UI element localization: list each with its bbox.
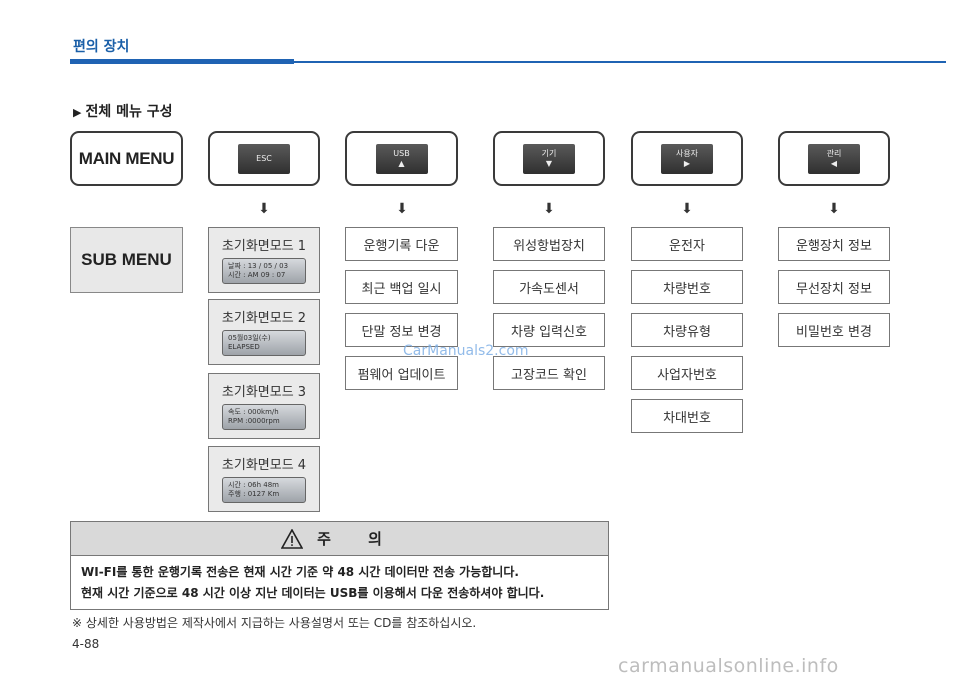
header-rule-thin	[294, 61, 946, 63]
page-number: 4-88	[72, 637, 100, 651]
device-key-box[interactable]: 기기 ▼	[493, 131, 605, 186]
esc-key[interactable]: ESC	[238, 143, 290, 174]
esc-key-box[interactable]: ESC	[208, 131, 320, 186]
arrow-down-icon: ⬇	[828, 201, 840, 217]
menu-item-label: 단말 정보 변경	[361, 324, 442, 340]
user-key-label: 사용자	[675, 148, 699, 158]
left-arrow-icon: ◀	[830, 158, 838, 168]
menu-item-label: 차량유형	[663, 324, 711, 340]
section-title-text: 전체 메뉴 구성	[85, 104, 173, 120]
arrow-down-icon: ⬇	[543, 201, 555, 217]
user-item-driver[interactable]: 운전자	[631, 227, 743, 261]
usb-key-label: USB	[393, 148, 410, 158]
lcd-line: 속도 : 000km/h	[228, 408, 279, 416]
user-item-plate-number[interactable]: 차량번호	[631, 270, 743, 304]
usb-item-terminal-info[interactable]: 단말 정보 변경	[345, 313, 458, 347]
header-rule-thick	[70, 59, 294, 64]
esc-key-label: ESC	[256, 153, 272, 163]
menu-item-label: 무선장치 정보	[796, 281, 872, 297]
arrow-down-icon: ⬇	[258, 201, 270, 217]
lcd-line: 05월03일(수)	[228, 334, 271, 342]
user-item-vin[interactable]: 차대번호	[631, 399, 743, 433]
watermark-bottom: carmanualsonline.info	[618, 655, 839, 677]
up-arrow-icon: ▲	[398, 158, 405, 168]
arrow-down-icon: ⬇	[396, 201, 408, 217]
menu-item-label: 운전자	[669, 238, 705, 254]
watermark-top: CarManuals2.com	[403, 343, 529, 359]
menu-item-label: 운행기록 다운	[363, 238, 440, 254]
user-key[interactable]: 사용자 ▶	[661, 143, 713, 174]
admin-item-device-info[interactable]: 운행장치 정보	[778, 227, 890, 261]
screen-mode-2[interactable]: 초기화면모드 2 05월03일(수) ELAPSED	[208, 299, 320, 365]
usb-item-last-backup[interactable]: 최근 백업 일시	[345, 270, 458, 304]
lcd-preview: 05월03일(수) ELAPSED	[222, 330, 306, 356]
screen-mode-label: 초기화면모드 2	[221, 311, 307, 326]
menu-item-label: 최근 백업 일시	[361, 281, 442, 297]
menu-item-label: 위성항법장치	[513, 238, 585, 254]
menu-item-label: 펌웨어 업데이트	[357, 367, 446, 383]
admin-key-label: 관리	[826, 148, 842, 158]
device-item-vehicle-signal[interactable]: 차량 입력신호	[493, 313, 605, 347]
device-key-label: 기기	[541, 148, 557, 158]
menu-item-label: 사업자번호	[657, 367, 717, 383]
screen-mode-label: 초기화면모드 4	[221, 458, 307, 473]
sub-menu-label: SUB MENU	[81, 250, 172, 269]
main-menu-box: MAIN MENU	[70, 131, 183, 186]
lcd-line: 주행 : 0127 Km	[228, 490, 280, 498]
menu-item-label: 비밀번호 변경	[796, 324, 872, 340]
device-item-fault-code[interactable]: 고장코드 확인	[493, 356, 605, 390]
lcd-line: ELAPSED	[228, 343, 260, 351]
usb-item-firmware-update[interactable]: 펌웨어 업데이트	[345, 356, 458, 390]
usb-key-box[interactable]: USB ▲	[345, 131, 458, 186]
page-header-title: 편의 장치	[73, 39, 130, 55]
sub-menu-box: SUB MENU	[70, 227, 183, 293]
caution-line-2: 현재 시간 기준으로 48 시간 이상 지난 데이터는 USB를 이용해서 다운…	[81, 586, 545, 600]
menu-item-label: 차량 입력신호	[511, 324, 587, 340]
admin-item-password-change[interactable]: 비밀번호 변경	[778, 313, 890, 347]
screen-mode-label: 초기화면모드 1	[221, 239, 307, 254]
menu-item-label: 고장코드 확인	[511, 367, 587, 383]
warning-triangle-icon	[281, 528, 304, 549]
device-item-gps[interactable]: 위성항법장치	[493, 227, 605, 261]
lcd-line: 날짜 : 13 / 05 / 03	[228, 262, 289, 270]
usb-key[interactable]: USB ▲	[375, 143, 428, 174]
screen-mode-4[interactable]: 초기화면모드 4 시간 : 06h 48m 주행 : 0127 Km	[208, 446, 320, 512]
main-menu-label: MAIN MENU	[78, 148, 175, 168]
lcd-preview: 날짜 : 13 / 05 / 03 시간 : AM 09 : 07	[222, 258, 306, 284]
lcd-preview: 속도 : 000km/h RPM :0000rpm	[222, 404, 306, 430]
triangle-right-icon: ▶	[73, 106, 82, 119]
footnote: ※ 상세한 사용방법은 제작사에서 지급하는 사용설명서 또는 CD를 참조하십…	[72, 616, 477, 630]
screen-mode-1[interactable]: 초기화면모드 1 날짜 : 13 / 05 / 03 시간 : AM 09 : …	[208, 227, 320, 293]
user-key-box[interactable]: 사용자 ▶	[631, 131, 743, 186]
caution-line-1: WI-FI를 통한 운행기록 전송은 현재 시간 기준 약 48 시간 데이터만…	[81, 565, 519, 579]
device-item-accelerometer[interactable]: 가속도센서	[493, 270, 605, 304]
section-title: ▶전체 메뉴 구성	[73, 101, 173, 121]
admin-item-wireless-info[interactable]: 무선장치 정보	[778, 270, 890, 304]
screen-mode-3[interactable]: 초기화면모드 3 속도 : 000km/h RPM :0000rpm	[208, 373, 320, 439]
device-key[interactable]: 기기 ▼	[523, 143, 575, 174]
admin-key-box[interactable]: 관리 ◀	[778, 131, 890, 186]
caution-body: WI-FI를 통한 운행기록 전송은 현재 시간 기준 약 48 시간 데이터만…	[71, 556, 608, 610]
down-arrow-icon: ▼	[545, 158, 553, 168]
admin-key[interactable]: 관리 ◀	[808, 143, 860, 174]
right-arrow-icon: ▶	[683, 158, 691, 168]
user-item-business-number[interactable]: 사업자번호	[631, 356, 743, 390]
caution-box: 주 의 WI-FI를 통한 운행기록 전송은 현재 시간 기준 약 48 시간 …	[70, 521, 609, 610]
user-item-vehicle-type[interactable]: 차량유형	[631, 313, 743, 347]
screen-mode-label: 초기화면모드 3	[221, 385, 307, 400]
lcd-line: RPM :0000rpm	[228, 417, 280, 425]
caution-title: 주 의	[317, 530, 398, 548]
lcd-line: 시간 : AM 09 : 07	[228, 271, 286, 279]
lcd-line: 시간 : 06h 48m	[228, 481, 279, 489]
menu-item-label: 차대번호	[663, 410, 711, 426]
menu-item-label: 차량번호	[663, 281, 711, 297]
menu-item-label: 가속도센서	[519, 281, 579, 297]
usb-item-download[interactable]: 운행기록 다운	[345, 227, 458, 261]
menu-item-label: 운행장치 정보	[796, 238, 872, 254]
lcd-preview: 시간 : 06h 48m 주행 : 0127 Km	[222, 477, 306, 503]
caution-header: 주 의	[71, 522, 608, 556]
arrow-down-icon: ⬇	[681, 201, 693, 217]
